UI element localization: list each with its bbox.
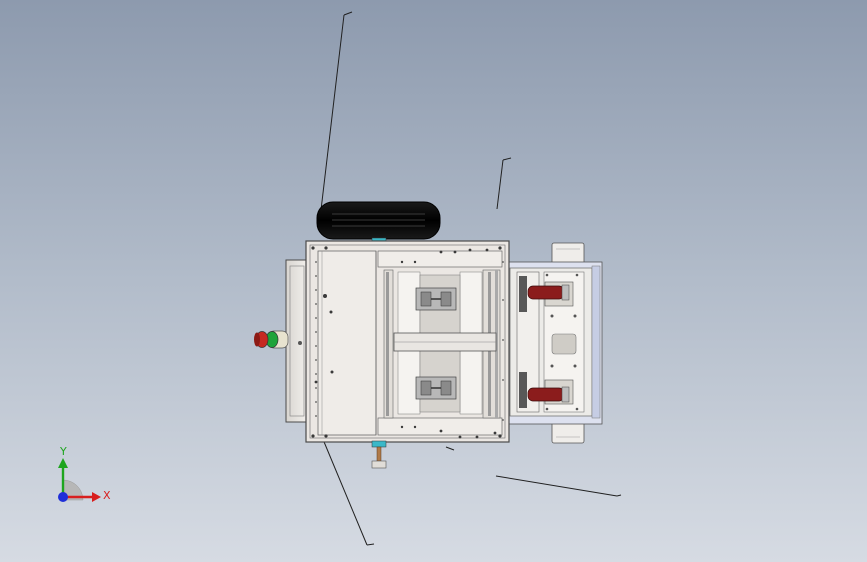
signal-tower-light[interactable] [254, 330, 289, 349]
frame-fasteners [311, 246, 502, 439]
bumper-top[interactable] [551, 242, 585, 266]
caster-wheel-bottom[interactable] [527, 379, 574, 405]
bearing-block-bottom[interactable] [415, 376, 457, 400]
xyz-triad-icon[interactable] [58, 458, 101, 502]
left-end-panel[interactable] [285, 259, 309, 423]
main-chassis-frame[interactable] [305, 240, 510, 443]
caster-wheel-top[interactable] [527, 281, 574, 307]
bottom-shaft-bolt[interactable] [371, 440, 387, 469]
frame-edge-dots [315, 261, 504, 421]
annotation-leaders [320, 11, 622, 546]
drive-tire[interactable] [316, 201, 441, 244]
triad-x-label: X [103, 489, 111, 502]
triad-y-label: Y [59, 445, 67, 458]
bearing-block-top[interactable] [415, 287, 457, 311]
